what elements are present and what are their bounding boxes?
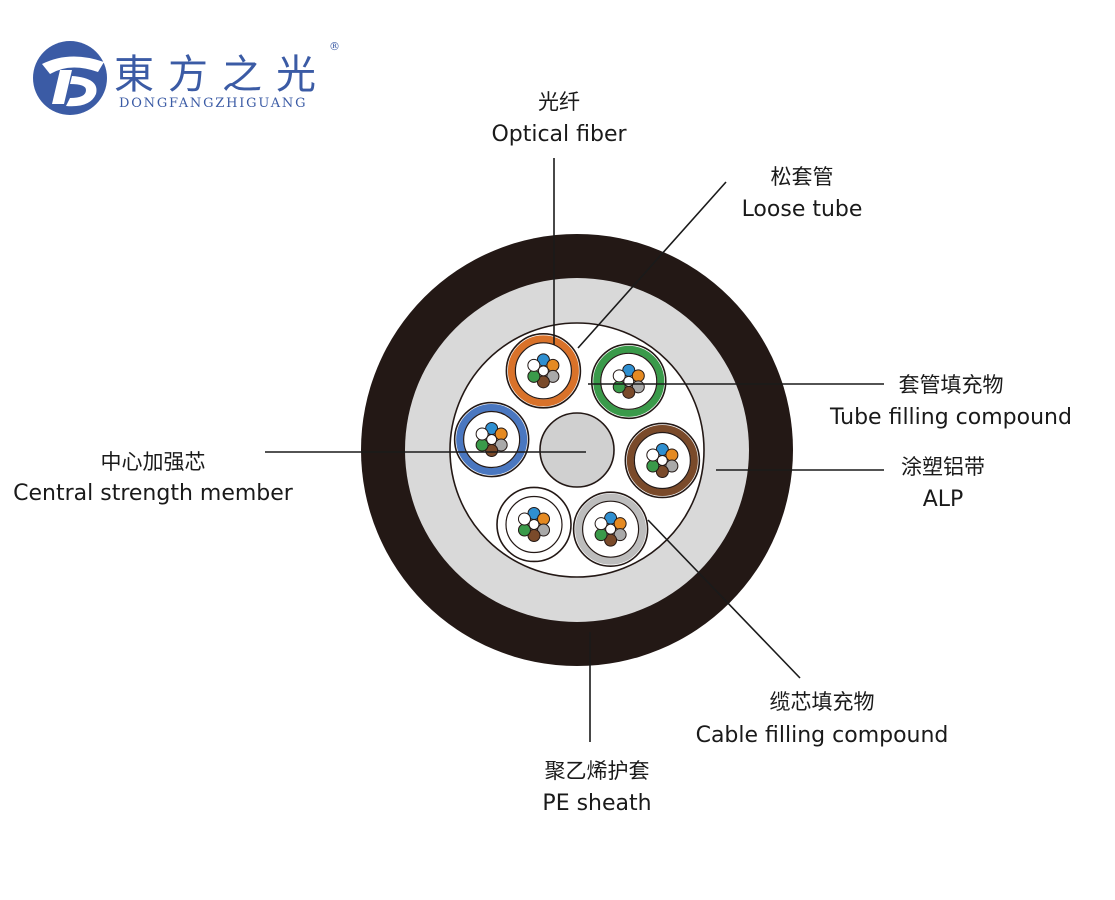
loose-tube [496,486,572,563]
loose-tubes-group [453,333,701,567]
optical-fiber [546,369,560,383]
label-alp-cn: 涂塑铝带 [901,455,985,479]
optical-fiber [612,369,626,383]
optical-fiber [613,528,627,542]
loose-tube [453,401,530,478]
label-cable-filling: 缆芯填充物 Cable filling compound [696,690,949,748]
label-cable-filling-en: Cable filling compound [696,723,949,748]
label-pe-sheath: 聚乙烯护套 PE sheath [542,759,651,816]
label-cable-filling-cn: 缆芯填充物 [770,690,875,714]
optical-fiber [527,358,541,372]
optical-fiber [646,448,660,462]
label-central-member: 中心加强芯 Central strength member [13,450,294,506]
loose-tube [572,491,649,567]
logo-mark-icon [33,41,107,115]
label-tube-filling: 套管填充物 Tube filling compound [829,373,1072,430]
label-central-member-en: Central strength member [13,481,294,506]
label-optical-fiber: 光纤 Optical fiber [491,90,627,147]
label-tube-filling-en: Tube filling compound [829,405,1072,430]
label-loose-tube-cn: 松套管 [771,165,834,189]
label-optical-fiber-cn: 光纤 [538,90,580,114]
optical-fiber [537,523,551,537]
label-pe-sheath-en: PE sheath [542,791,651,816]
registered-mark: ® [329,40,340,53]
brand-logo: 東方之光 ® DONGFANGZHIGUANG [33,40,340,115]
logo-name-en: DONGFANGZHIGUANG [119,96,307,111]
leader-loose-tube [577,181,727,349]
optical-fiber [475,427,489,441]
logo-name-cn: 東方之光 [114,52,330,98]
label-alp-en: ALP [923,487,964,512]
label-optical-fiber-en: Optical fiber [491,122,627,147]
central-strength-member [539,412,615,488]
optical-fiber [517,512,531,526]
loose-tube [505,333,582,409]
label-loose-tube-en: Loose tube [742,197,863,222]
label-loose-tube: 松套管 Loose tube [742,165,863,222]
label-central-member-cn: 中心加强芯 [101,450,206,474]
label-alp: 涂塑铝带 ALP [901,455,985,512]
leader-cable-filling [647,519,801,679]
optical-fiber [665,459,679,473]
optical-fiber [494,438,508,452]
loose-tube [624,422,701,499]
loose-tube [590,343,667,420]
optical-fiber [594,517,608,531]
label-tube-filling-cn: 套管填充物 [899,373,1004,397]
label-pe-sheath-cn: 聚乙烯护套 [545,759,650,783]
